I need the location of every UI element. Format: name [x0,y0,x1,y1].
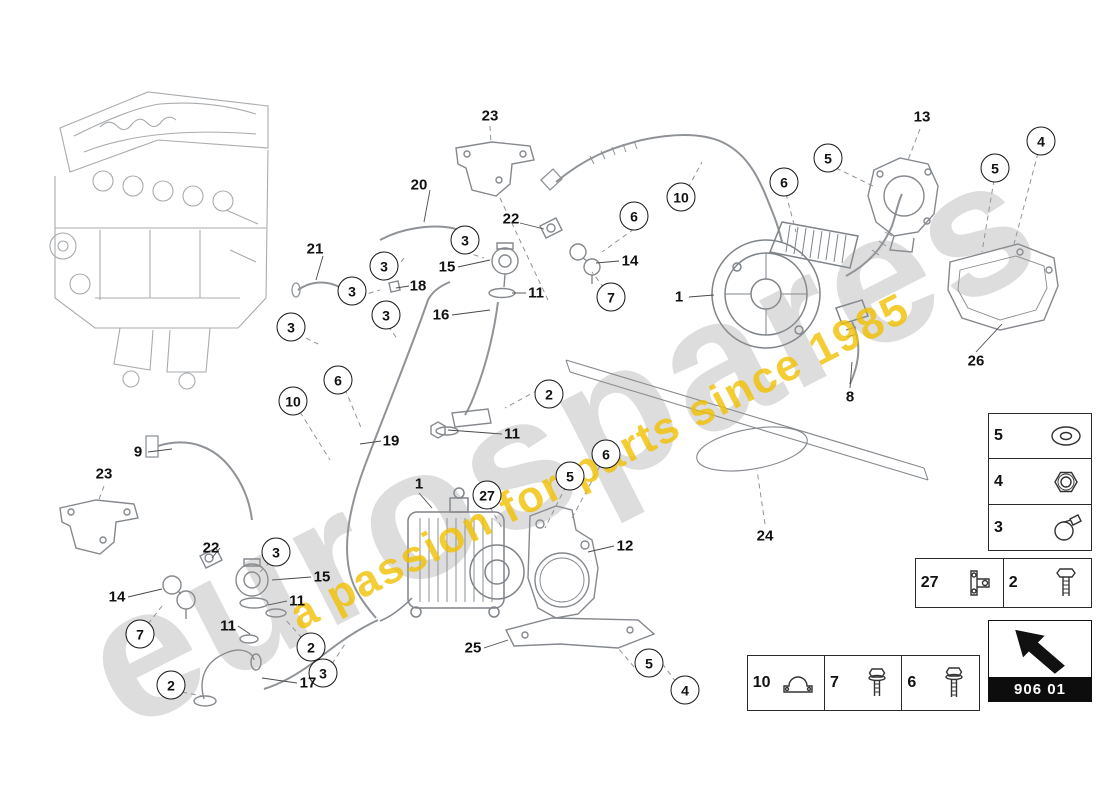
callout-label-23: 23 [481,107,499,125]
callout-label-11: 11 [504,425,520,443]
callout-label-1: 1 [674,288,684,306]
callout-circle-3: 3 [261,537,291,567]
callout-label-17: 17 [299,674,317,692]
callout-label-15: 15 [313,568,331,586]
fastener-legend-bottom: 10 7 6 [746,655,980,711]
callout-label-9: 9 [133,443,143,461]
callout-label-24: 24 [756,527,774,545]
callout-label-14: 14 [108,588,126,606]
callout-label-20: 20 [410,176,428,194]
callout-label-8: 8 [845,388,855,406]
callout-circle-5: 5 [555,461,585,491]
callout-label-12: 12 [616,537,634,555]
flange-bolt-icon [945,667,963,697]
leader-lines [127,189,1003,684]
callout-circle-6: 6 [323,365,353,395]
legend-part-number: 3 [994,518,1003,536]
legend-part-number: 10 [752,674,771,691]
valves-and-fittings [162,217,601,707]
legend-part-number: 6 [907,674,917,691]
callout-label-22: 22 [502,210,520,228]
legend-part-number: 5 [994,427,1003,445]
callout-circle-10: 10 [666,182,696,212]
bracket-clamp-icon [970,570,990,596]
hose-clamp-icon [1054,513,1082,541]
callout-label-11: 11 [220,617,236,635]
callout-circle-6: 6 [591,439,621,469]
legend-part-number: 7 [830,674,839,691]
callout-circle-10: 10 [278,386,308,416]
callout-circle-7: 7 [125,619,155,649]
legend-item-washer: 5 [988,412,1092,460]
legend-item-flange-bolt: 6 [901,655,980,711]
callout-circle-7: 7 [596,282,626,312]
legend-item-hose-clamp: 3 [988,504,1092,552]
legend-item-bracket-clamp: 27 [914,558,1004,608]
brackets-and-plates [59,141,1059,649]
callout-circle-5: 5 [634,648,664,678]
callout-label-1: 1 [414,475,424,493]
fastener-legend-wide: 27 2 [914,558,1092,608]
callout-circle-2: 2 [156,670,186,700]
legend-item-pipe-clamp: 10 [746,655,826,711]
callout-circle-6: 6 [619,201,649,231]
dashed-leader-lines [97,125,1039,697]
callout-label-18: 18 [409,277,427,295]
callout-circle-2: 2 [296,632,326,662]
callout-label-11: 11 [289,592,305,610]
air-pump-lower [379,487,525,622]
callout-label-26: 26 [967,352,985,370]
legend-item-bolt: 2 [1002,558,1092,608]
callout-circle-4: 4 [1026,126,1056,156]
callout-circle-2: 2 [534,379,564,409]
engine-sketch [49,91,269,390]
callout-circle-3: 3 [308,658,338,688]
arrow-area [989,621,1091,677]
callout-circle-3: 3 [369,251,399,281]
callout-label-16: 16 [432,306,450,324]
lock-nut-icon [1054,471,1078,493]
callout-label-21: 21 [306,240,324,258]
washer-icon [1051,426,1081,446]
callout-circle-5: 5 [980,153,1010,183]
callout-label-22: 22 [202,539,220,557]
air-pump-upper [711,221,869,349]
flange-bolt-icon [867,668,886,696]
callout-label-15: 15 [438,258,456,276]
legend-part-number: 2 [1008,574,1018,591]
legend-item-flange-bolt: 7 [824,655,903,711]
part-code: 906 01 [989,677,1091,701]
callout-label-11: 11 [528,284,544,302]
legend-item-nut: 4 [988,458,1092,506]
bolt-icon [1056,568,1076,596]
pipe-clamp-icon [783,676,814,693]
callout-label-25: 25 [464,639,482,657]
callout-circle-3: 3 [371,300,401,330]
callout-circle-4: 4 [670,675,700,705]
callout-circle-6: 6 [769,167,799,197]
callout-label-13: 13 [913,108,931,126]
callout-label-23: 23 [95,465,113,483]
fastener-legend-column: 5 4 3 [988,412,1092,552]
legend-part-number: 27 [920,574,939,591]
callout-circle-3: 3 [337,276,367,306]
callout-circle-3: 3 [450,225,480,255]
callout-circle-3: 3 [276,312,306,342]
callout-circle-27: 27 [472,480,502,510]
direction-arrow-icon [1015,629,1065,674]
callout-label-19: 19 [382,432,400,450]
callout-circle-5: 5 [813,143,843,173]
legend-part-number: 4 [994,472,1003,490]
callout-label-14: 14 [621,252,639,270]
part-number-box: 906 01 [988,620,1092,702]
